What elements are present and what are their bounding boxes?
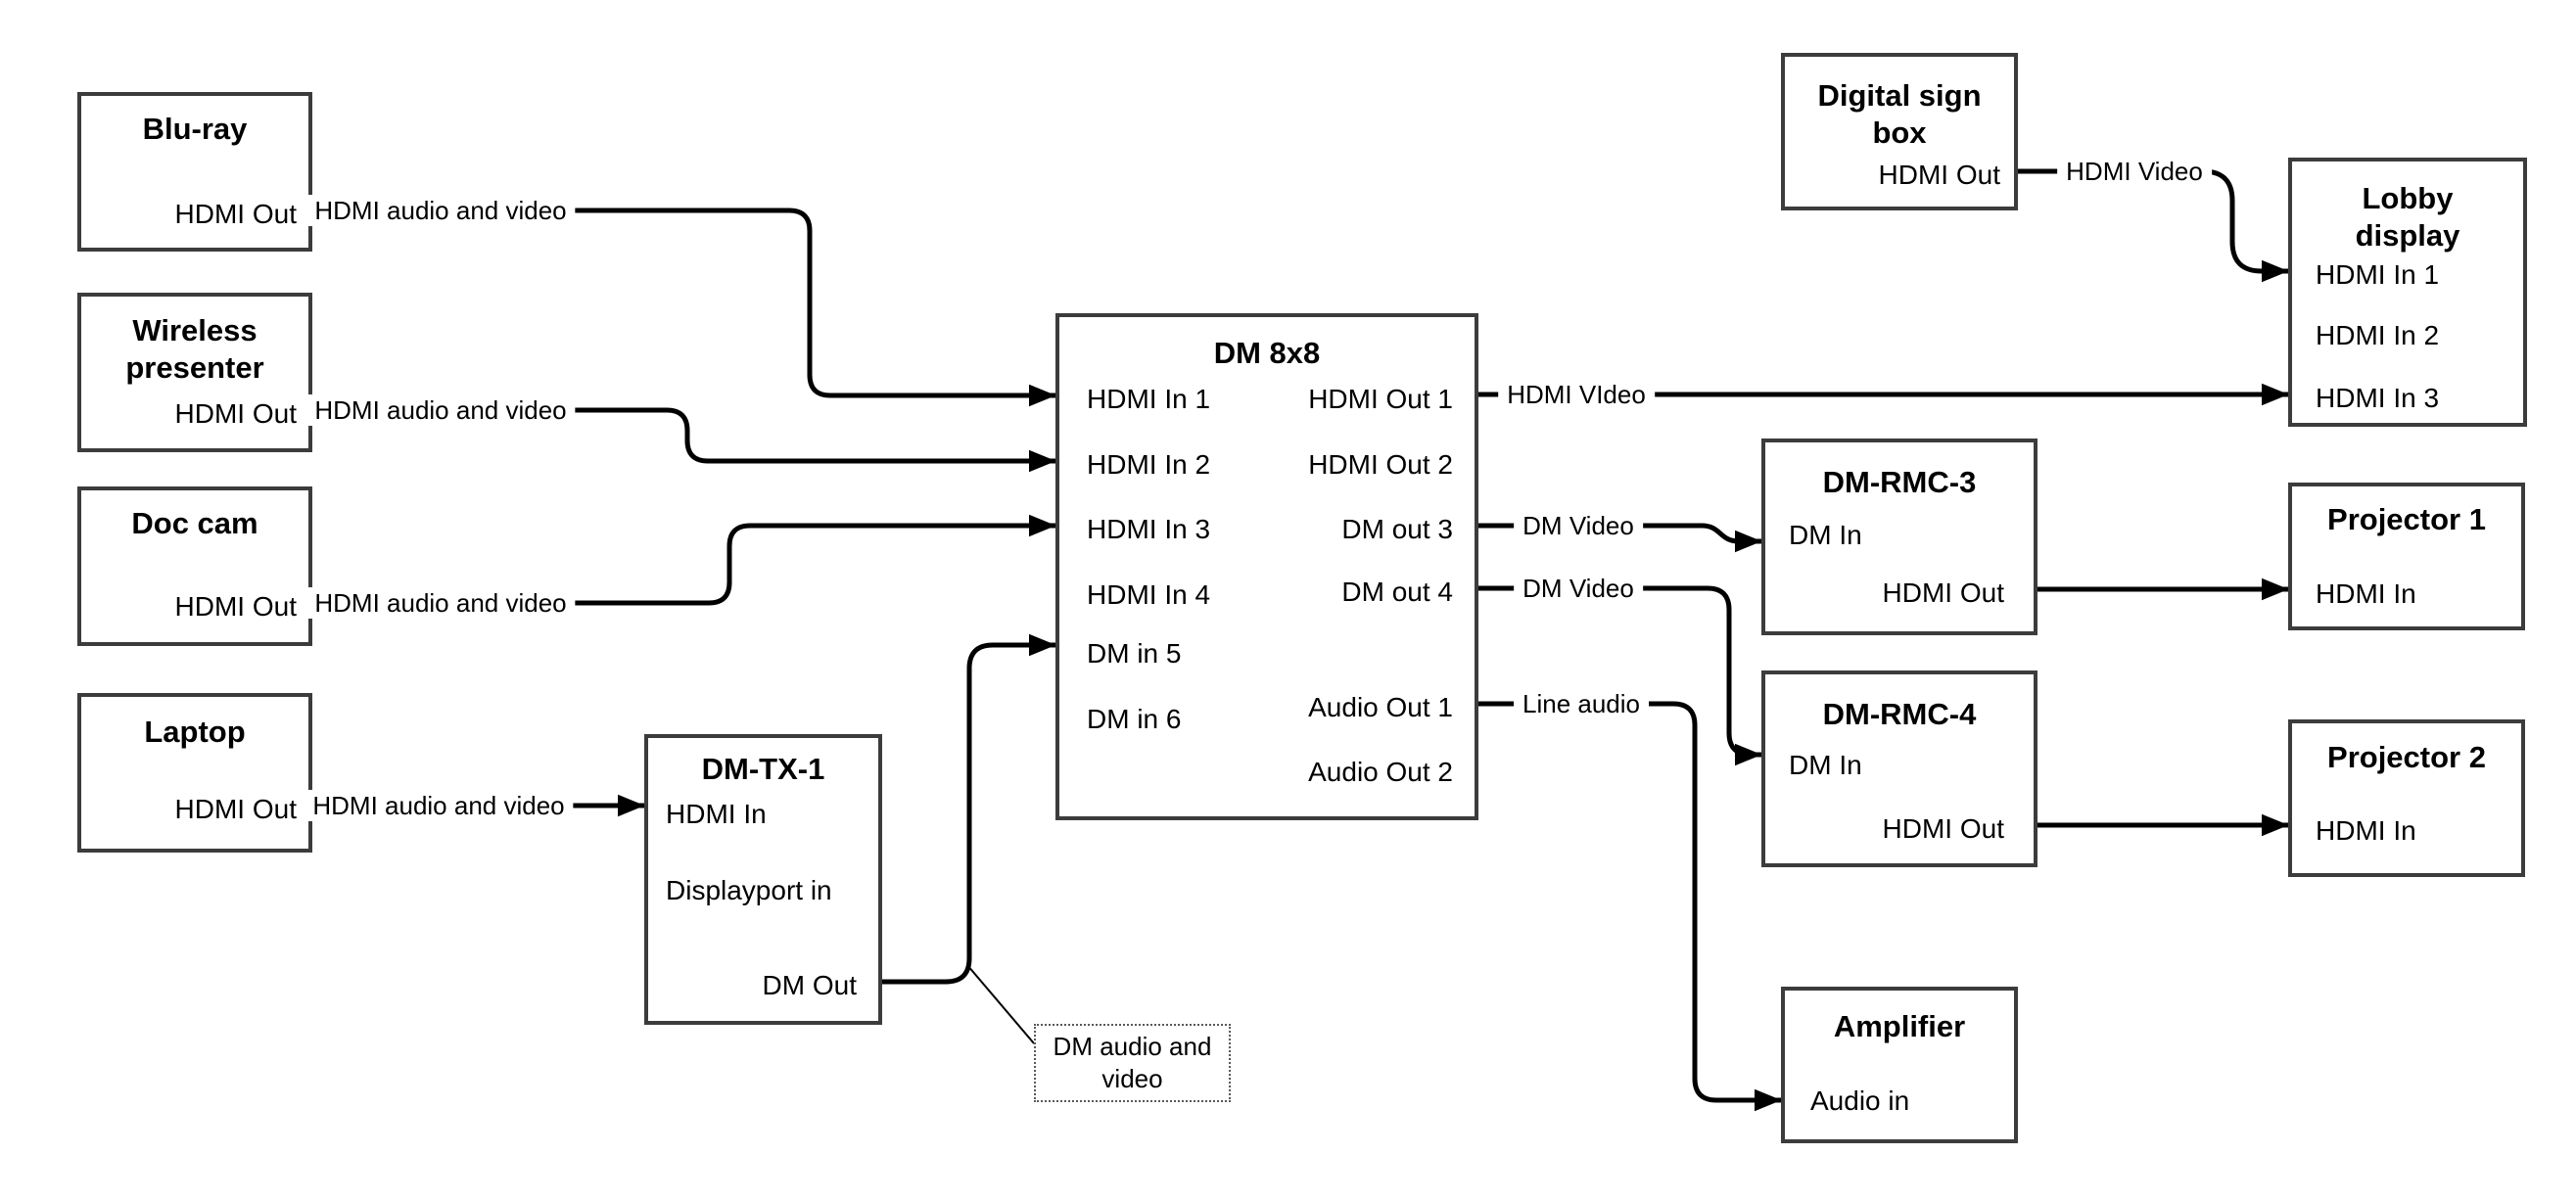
- node-title: Doc cam: [81, 505, 308, 542]
- port-hdmi-out: HDMI Out: [174, 398, 297, 429]
- node-note-dm-audio-video: DM audio and video: [1034, 1024, 1231, 1102]
- port-hdmi-out: HDMI Out: [1882, 577, 2004, 608]
- note-text-line: video: [1101, 1064, 1163, 1093]
- wire-label-wireless-to-hdmi-in-2: HDMI audio and video: [305, 394, 576, 426]
- node-title: Projector 1: [2292, 501, 2521, 538]
- node-title-line: DM-RMC-3: [1822, 465, 1977, 499]
- port-dm-in-5: DM in 5: [1087, 638, 1182, 669]
- wire-sign-box-to-lobby: [2018, 168, 2289, 283]
- port-hdmi-in: HDMI In: [2316, 815, 2416, 846]
- node-title-line: DM 8x8: [1213, 336, 1321, 370]
- port-dm-out: DM Out: [762, 970, 857, 1000]
- node-title: DM-RMC-3: [1765, 464, 2034, 501]
- wire-dm-out-3-to-rmc-3: [1478, 523, 1762, 553]
- port-dm-out-3: DM out 3: [1341, 514, 1453, 544]
- note-text: DM audio and video: [1036, 1026, 1229, 1100]
- node-title: Laptop: [81, 714, 308, 751]
- node-dm-rmc-4: DM-RMC-4 DM In HDMI Out: [1761, 670, 2037, 867]
- wire-label-doccam-to-hdmi-in-3: HDMI audio and video: [305, 587, 576, 619]
- wire-label-dm-out-4-to-rmc-4: DM Video: [1514, 573, 1643, 604]
- port-hdmi-out: HDMI Out: [1878, 160, 2000, 190]
- port-displayport-in: Displayport in: [666, 875, 832, 905]
- port-audio-out-1: Audio Out 1: [1308, 692, 1453, 722]
- wire-label-dm-out-3-to-rmc-3: DM Video: [1514, 510, 1643, 541]
- node-title: Projector 2: [2292, 739, 2521, 776]
- port-hdmi-out-1: HDMI Out 1: [1308, 384, 1453, 414]
- port-hdmi-out-2: HDMI Out 2: [1308, 449, 1453, 480]
- port-dm-out-4: DM out 4: [1341, 577, 1453, 607]
- wire-label-audio-out-1-to-amplifier: Line audio: [1514, 688, 1649, 719]
- node-title-line: Projector 2: [2327, 740, 2486, 774]
- wire-bluray-to-hdmi-in-1: [312, 208, 1056, 407]
- port-hdmi-in-2: HDMI In 2: [2316, 320, 2440, 350]
- wire-audio-out-1-to-amplifier: [1478, 701, 1782, 1112]
- node-title-line: Wireless: [132, 313, 258, 347]
- node-title-line: Blu-ray: [142, 112, 248, 146]
- node-projector-1: Projector 1 HDMI In: [2288, 483, 2525, 630]
- node-title-line: Laptop: [144, 715, 246, 749]
- wire-label-bluray-to-hdmi-in-1: HDMI audio and video: [305, 195, 576, 226]
- node-title-line: presenter: [125, 350, 264, 385]
- node-title-line: DM-RMC-4: [1822, 697, 1977, 731]
- wire-label-sign-box-to-lobby: HDMI Video: [2057, 156, 2212, 187]
- node-title: DM-RMC-4: [1765, 696, 2034, 733]
- note-text-line: DM audio and: [1053, 1032, 1212, 1061]
- wire-note-callout: [966, 964, 1035, 1044]
- wire-dm-out-4-to-rmc-4: [1478, 585, 1762, 766]
- wire-wireless-to-hdmi-in-2: [312, 407, 1056, 473]
- node-projector-2: Projector 2 HDMI In: [2288, 719, 2525, 877]
- node-title-line: display: [2355, 218, 2460, 253]
- port-hdmi-in: HDMI In: [666, 799, 767, 829]
- port-hdmi-out: HDMI Out: [174, 591, 297, 622]
- node-title-line: Amplifier: [1833, 1009, 1966, 1043]
- port-dm-in-6: DM in 6: [1087, 704, 1182, 734]
- node-title: DM 8x8: [1059, 335, 1475, 372]
- port-hdmi-in-1: HDMI In 1: [2316, 259, 2440, 290]
- node-title-line: Lobby: [2362, 181, 2454, 215]
- node-title-line: Digital sign: [1817, 78, 1982, 113]
- node-title: DM-TX-1: [648, 751, 878, 788]
- port-hdmi-in-2: HDMI In 2: [1087, 449, 1211, 480]
- port-hdmi-out: HDMI Out: [174, 199, 297, 229]
- wire-label-laptop-to-dm-tx-1: HDMI audio and video: [304, 790, 574, 821]
- node-title-line: DM-TX-1: [701, 752, 825, 786]
- port-dm-in: DM In: [1789, 750, 1862, 780]
- node-title-line: Projector 1: [2327, 502, 2486, 536]
- port-hdmi-out: HDMI Out: [174, 794, 297, 824]
- node-title: Blu-ray: [81, 111, 308, 148]
- port-hdmi-in-3: HDMI In 3: [1087, 514, 1211, 544]
- port-hdmi-in-3: HDMI In 3: [2316, 383, 2440, 413]
- port-audio-out-2: Audio Out 2: [1308, 757, 1453, 787]
- node-title: Amplifier: [1785, 1008, 2014, 1045]
- port-hdmi-in-1: HDMI In 1: [1087, 384, 1211, 414]
- port-hdmi-in-4: HDMI In 4: [1087, 579, 1211, 610]
- port-hdmi-out: HDMI Out: [1882, 813, 2004, 844]
- port-hdmi-in: HDMI In: [2316, 578, 2416, 609]
- port-audio-in: Audio in: [1810, 1086, 1910, 1116]
- port-dm-in: DM In: [1789, 520, 1862, 550]
- wire-label-hdmi-out-1-to-lobby: HDMI VIdeo: [1498, 379, 1655, 410]
- wire-dm-tx-1-to-dm-in-5: [882, 633, 1056, 985]
- node-title-line: box: [1872, 115, 1927, 150]
- node-dm-rmc-3: DM-RMC-3 DM In HDMI Out: [1761, 439, 2037, 635]
- node-title-line: Doc cam: [131, 506, 258, 540]
- wire-doccam-to-hdmi-in-3: [312, 514, 1056, 606]
